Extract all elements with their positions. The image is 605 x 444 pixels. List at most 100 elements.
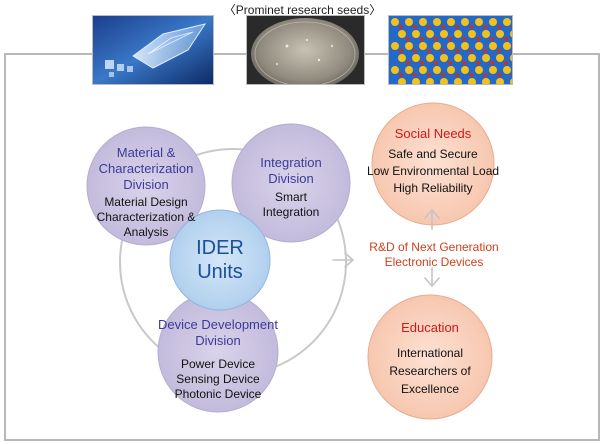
lattice-atom (412, 78, 420, 84)
lattice-atom (398, 78, 406, 84)
device-item: Power Device (180, 357, 256, 371)
lattice-atom (447, 42, 455, 50)
lattice-atom (426, 78, 434, 84)
lattice-atom (490, 61, 494, 65)
crystal-image (93, 16, 213, 84)
lattice-atom (482, 78, 490, 84)
lattice-atom (489, 42, 497, 50)
lattice-atom (399, 25, 403, 29)
lattice-atom (433, 18, 441, 26)
lattice-atom (419, 18, 427, 26)
integration-division-circle (231, 123, 351, 243)
lattice-atom (503, 42, 511, 50)
lattice-atom (433, 66, 441, 74)
lattice-atom (399, 73, 403, 77)
integration-item: Smart (274, 190, 307, 204)
rd-label: R&D of Next Generation Electronic Device… (352, 240, 516, 270)
lattice-atom (510, 78, 512, 84)
device-title-line: Device Development (158, 317, 278, 332)
lattice-atom (433, 42, 441, 50)
lattice-atom (405, 66, 413, 74)
lattice-atom (448, 37, 452, 41)
lattice-atom (497, 25, 501, 29)
ider-line: Units (197, 261, 243, 283)
wafer-image (247, 16, 364, 84)
lattice-atom (440, 78, 448, 84)
integration-title-line: Division (268, 171, 314, 186)
integration-item: Integration (262, 205, 320, 219)
lattice-atom (434, 61, 438, 65)
lattice-atom (455, 25, 459, 29)
lattice-atom (496, 30, 504, 38)
lattice-atom (426, 54, 434, 62)
lattice-atom (455, 49, 459, 53)
lattice-atom (405, 42, 413, 50)
lattice-atom (420, 37, 424, 41)
lattice-atom (497, 49, 501, 53)
lattice-atom (461, 42, 469, 50)
lattice-atom (496, 78, 504, 84)
education-circle (367, 294, 493, 420)
material-item: Analysis (123, 225, 169, 239)
lattice-atom (489, 66, 497, 74)
lattice-atom (469, 49, 473, 53)
lattice-atom (398, 30, 406, 38)
education-item: Excellence (400, 382, 460, 396)
education-title: Education (401, 320, 459, 335)
lattice-atom (391, 18, 399, 26)
lattice-atom (413, 25, 417, 29)
lattice-atom (476, 61, 480, 65)
device-item: Sensing Device (176, 372, 260, 386)
lattice-atom (503, 18, 511, 26)
lattice-atom (469, 25, 473, 29)
ider-line: IDER (196, 237, 244, 259)
lattice-atom (503, 66, 511, 74)
material-title-line: Characterization (98, 161, 194, 176)
device-title-line: Division (195, 333, 241, 348)
rd-line: Electronic Devices (384, 255, 484, 269)
lattice-atom (468, 78, 476, 84)
lattice-atom (412, 30, 420, 38)
lattice-photo (388, 15, 513, 85)
lattice-atom (462, 61, 466, 65)
crystal-photo (92, 15, 214, 85)
lattice-atom (475, 66, 483, 74)
lattice-atom (482, 30, 490, 38)
lattice-atom (468, 54, 476, 62)
lattice-atom (440, 54, 448, 62)
lattice-atom (447, 66, 455, 74)
social-needs-circle (371, 102, 495, 226)
lattice-atom (448, 61, 452, 65)
lattice-atom (454, 54, 462, 62)
lattice-atom (447, 18, 455, 26)
lattice-atom (511, 73, 512, 77)
lattice-atom (476, 37, 480, 41)
social-needs-item: Safe and Secure (388, 147, 478, 161)
lattice-atom (483, 25, 487, 29)
lattice-atom (405, 18, 413, 26)
lattice-atom (427, 73, 431, 77)
lattice-atom (454, 78, 462, 84)
rd-line: R&D of Next Generation (369, 240, 499, 254)
lattice-atom (511, 49, 512, 53)
lattice-atom (427, 49, 431, 53)
lattice-atom (504, 61, 508, 65)
lattice-atom (434, 37, 438, 41)
lattice-atom (426, 30, 434, 38)
lattice-atom (427, 25, 431, 29)
lattice-atom (412, 54, 420, 62)
lattice-atom (462, 37, 466, 41)
material-division-circle (86, 126, 206, 246)
lattice-atom (468, 30, 476, 38)
lattice-atom (391, 66, 399, 74)
lattice-atom (475, 18, 483, 26)
lattice-atom (406, 61, 410, 65)
lattice-atom (454, 30, 462, 38)
integration-division-label: Integration Division Smart Integration (241, 155, 341, 220)
material-item: Characterization & (96, 210, 196, 224)
lattice-atom (440, 30, 448, 38)
lattice-atom (510, 54, 512, 62)
lattice-atom (489, 18, 497, 26)
social-needs-item: Low Environmental Load (366, 164, 500, 178)
lattice-atom (398, 54, 406, 62)
